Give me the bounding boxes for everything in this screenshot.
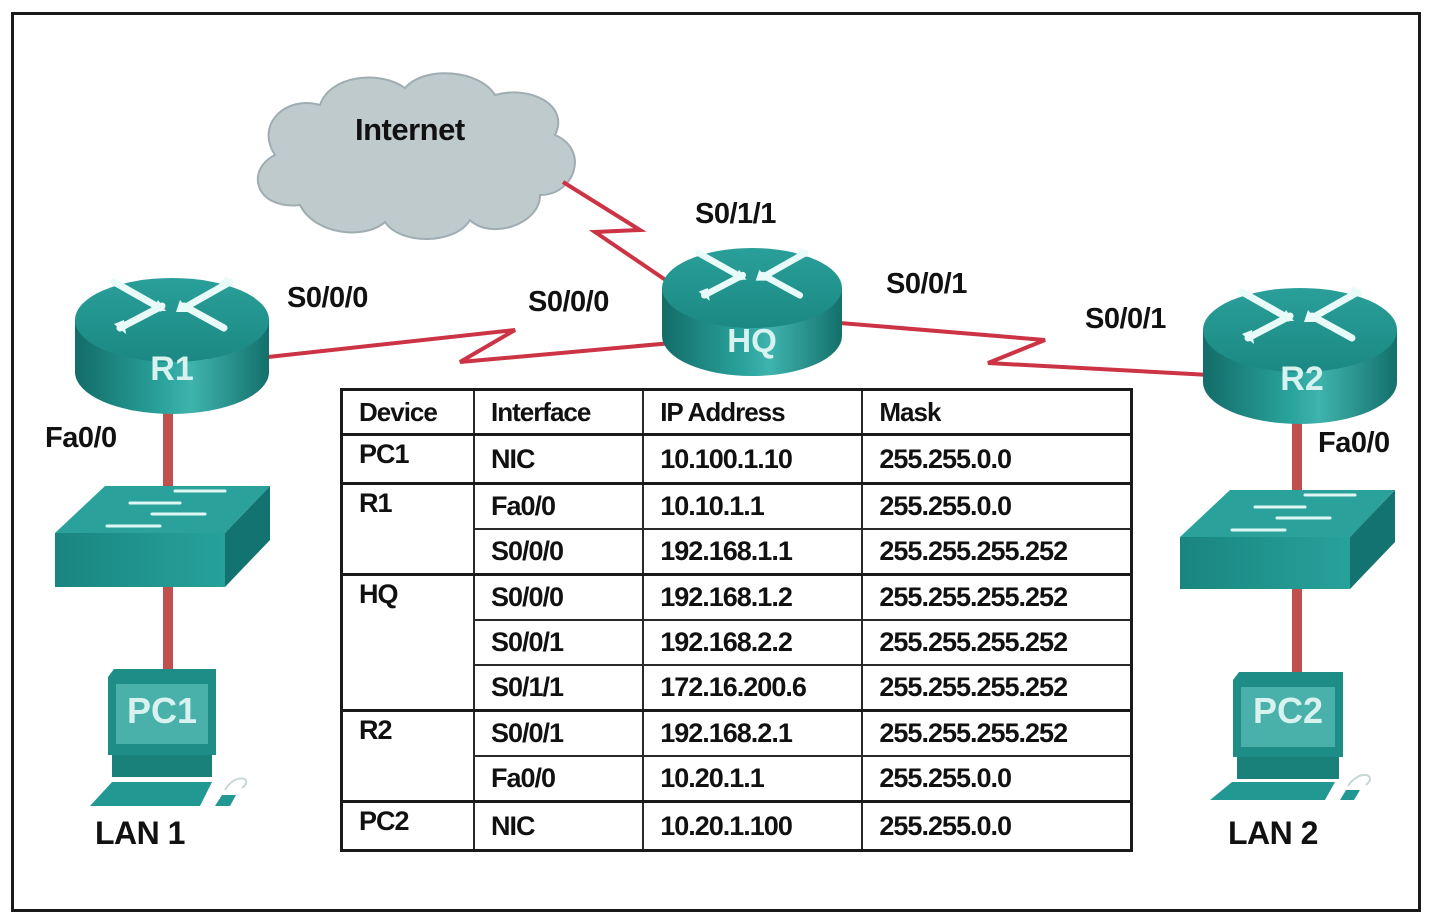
- device-cell: HQ: [340, 573, 475, 712]
- table-row: R2 S0/0/1 192.168.2.1 255.255.255.252: [340, 709, 1133, 803]
- r2-serial-interface-label: S0/0/1: [1085, 303, 1166, 335]
- table-row: PC2 NIC 10.20.1.100 255.255.0.0: [340, 800, 1133, 852]
- ip-address-cell: 10.20.1.100: [642, 800, 864, 852]
- table-row: PC1 NIC 10.100.1.10 255.255.0.0: [340, 433, 1133, 485]
- mask-cell: 255.255.0.0: [861, 800, 1133, 852]
- table-row: HQ S0/0/0 192.168.1.2 255.255.255.252: [340, 573, 1133, 712]
- ip-address-cell: 192.168.1.2: [642, 573, 864, 621]
- r2-fastethernet-interface-label: Fa0/0: [1318, 427, 1390, 459]
- device-cell: PC2: [340, 800, 475, 852]
- switch-icon: [1180, 490, 1395, 589]
- serial-link-hq-r2: [839, 321, 1211, 377]
- interface-cell: S0/0/1: [472, 709, 645, 757]
- ip-address-cell: 10.20.1.1: [642, 755, 864, 803]
- table-row: Fa0/0 10.20.1.1 255.255.0.0: [342, 755, 1133, 803]
- interface-cell: NIC: [472, 433, 645, 485]
- serial-link-r1-hq: [267, 328, 673, 364]
- interface-cell: S0/1/1: [472, 664, 645, 712]
- internet-label: Internet: [355, 112, 465, 147]
- hq-serial-to-r2-interface-label: S0/0/1: [886, 268, 967, 300]
- hq-serial-to-internet-interface-label: S0/1/1: [695, 198, 776, 230]
- table-row: S0/0/1 192.168.2.2 255.255.255.252: [342, 619, 1133, 666]
- addressing-table: Device Interface IP Address Mask PC1 NIC…: [340, 388, 1133, 852]
- ip-address-cell: 192.168.1.1: [642, 528, 864, 576]
- router-icon: [75, 276, 269, 414]
- serial-link-internet-hq: [561, 180, 672, 285]
- topology-canvas: [55, 72, 1397, 806]
- table-row: S0/0/0 192.168.1.1 255.255.255.252: [342, 528, 1133, 576]
- mask-cell: 255.255.255.252: [861, 573, 1133, 621]
- lan2-label: LAN 2: [1228, 815, 1318, 851]
- ip-address-cell: 192.168.2.1: [642, 709, 864, 757]
- pc1-label: PC1: [126, 690, 198, 731]
- mask-cell: 255.255.255.252: [861, 619, 1133, 666]
- mask-cell: 255.255.255.252: [861, 709, 1133, 757]
- r1-fastethernet-interface-label: Fa0/0: [45, 422, 117, 454]
- interface-cell: S0/0/0: [472, 573, 645, 621]
- device-cell: R1: [340, 482, 475, 576]
- cloud-icon: [256, 72, 576, 240]
- mask-cell: 255.255.0.0: [861, 433, 1133, 485]
- ip-address-cell: 172.16.200.6: [642, 664, 864, 712]
- column-header-device: Device: [340, 388, 475, 436]
- router-icon: [662, 248, 842, 376]
- router-r1-label: R1: [150, 350, 194, 388]
- router-hq-label: HQ: [727, 322, 777, 359]
- interface-cell: NIC: [472, 800, 645, 852]
- column-header-mask: Mask: [861, 388, 1133, 436]
- pc-icon: [1210, 672, 1371, 800]
- pc2-label: PC2: [1252, 690, 1324, 731]
- ip-address-cell: 10.100.1.10: [642, 433, 864, 485]
- table-row: S0/1/1 172.16.200.6 255.255.255.252: [342, 664, 1133, 712]
- r1-serial-interface-label: S0/0/0: [287, 282, 368, 314]
- device-cell: PC1: [340, 433, 475, 485]
- mask-cell: 255.255.255.252: [861, 664, 1133, 712]
- table-header-row: Device Interface IP Address Mask: [340, 388, 1133, 436]
- mask-cell: 255.255.0.0: [861, 755, 1133, 803]
- mask-cell: 255.255.255.252: [861, 528, 1133, 576]
- interface-cell: Fa0/0: [472, 482, 645, 530]
- interface-cell: Fa0/0: [472, 755, 645, 803]
- table-row: R1 Fa0/0 10.10.1.1 255.255.0.0: [340, 482, 1133, 576]
- router-r2-label: R2: [1280, 360, 1324, 398]
- ip-address-cell: 192.168.2.2: [642, 619, 864, 666]
- ip-address-cell: 10.10.1.1: [642, 482, 864, 530]
- router-icon: [1203, 286, 1397, 424]
- mask-cell: 255.255.0.0: [861, 482, 1133, 530]
- interface-cell: S0/0/1: [472, 619, 645, 666]
- device-cell: R2: [340, 709, 475, 803]
- lan1-label: LAN 1: [95, 815, 185, 851]
- column-header-ip-address: IP Address: [642, 388, 864, 436]
- pc-icon: [90, 669, 248, 806]
- interface-cell: S0/0/0: [472, 528, 645, 576]
- switch-icon: [55, 486, 270, 587]
- hq-serial-to-r1-interface-label: S0/0/0: [528, 286, 609, 318]
- column-header-interface: Interface: [472, 388, 645, 436]
